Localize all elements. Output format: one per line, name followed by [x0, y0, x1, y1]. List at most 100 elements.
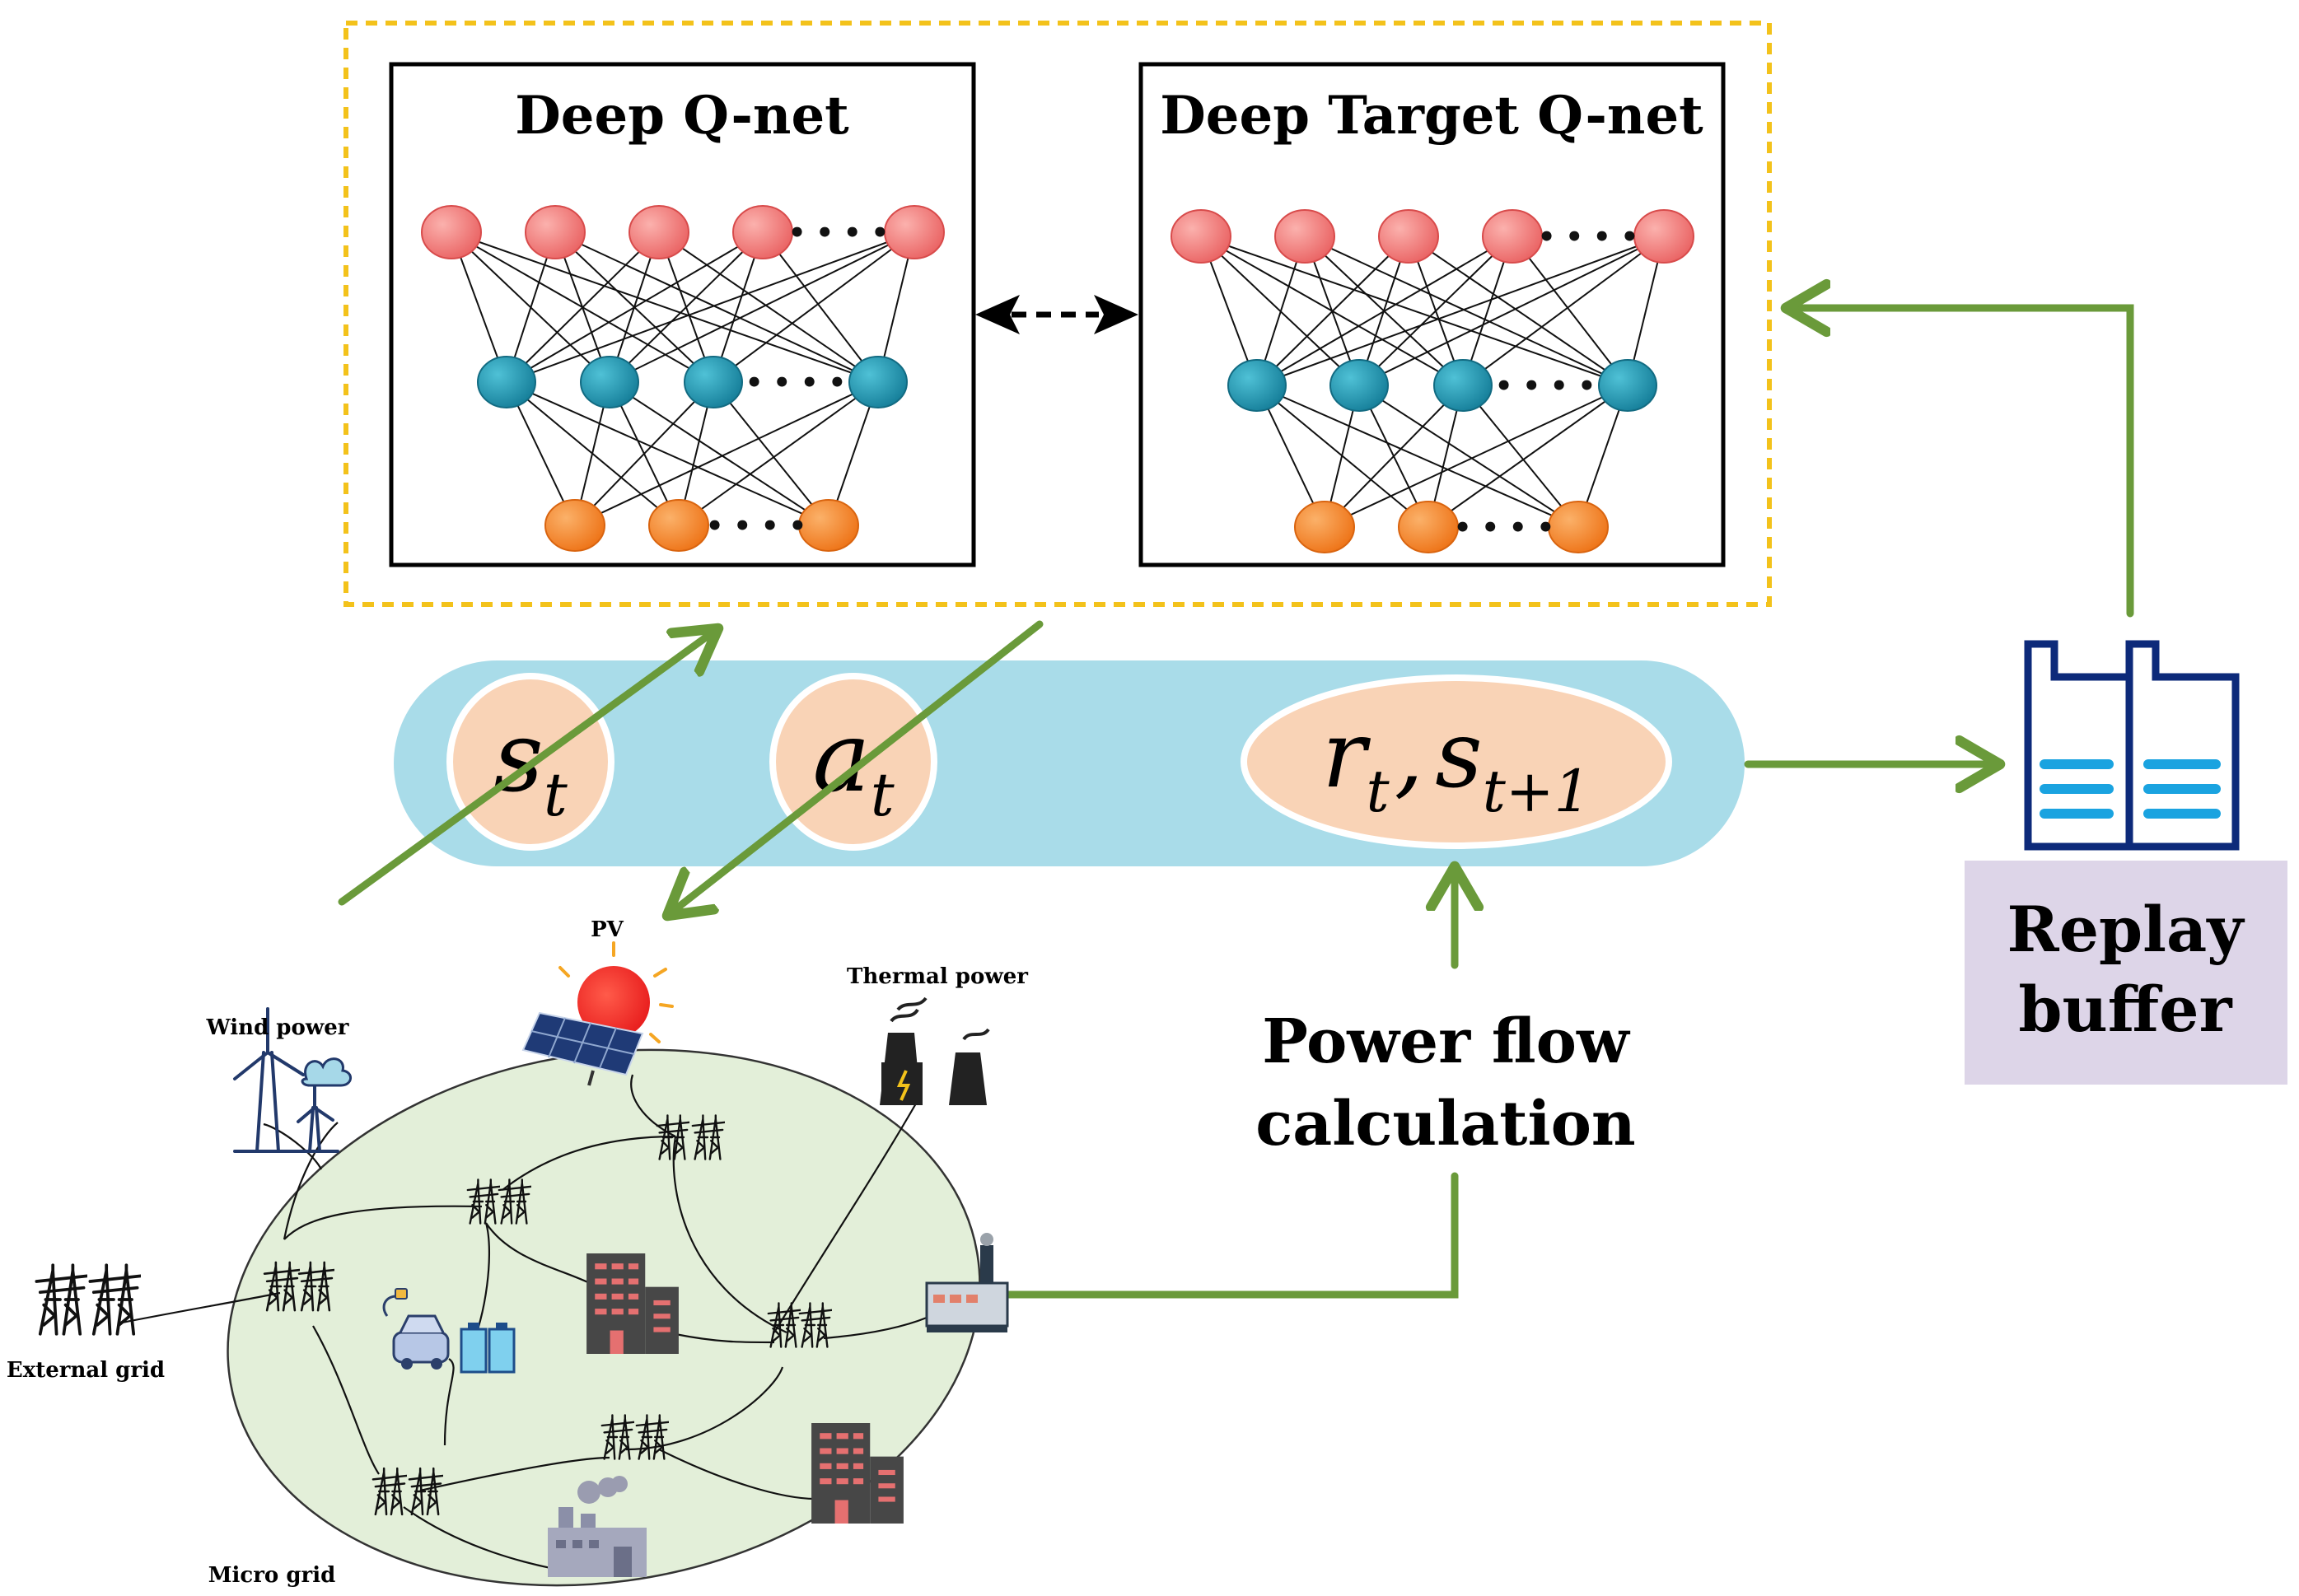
solar-pv-icon	[521, 941, 674, 1086]
output-neuron	[732, 205, 793, 259]
q-net-panel	[389, 62, 976, 567]
network-edge	[554, 231, 879, 383]
pv-label: PV	[591, 917, 624, 942]
reward-next-state-symbol: rt,st+1	[1322, 702, 1591, 825]
network-sync-arrow	[975, 295, 1138, 334]
wind-turbine-icon	[233, 1007, 352, 1153]
hidden-neuron	[684, 356, 743, 408]
network-edge	[1408, 236, 1628, 386]
network-edge	[1200, 236, 1628, 386]
network-edge	[574, 381, 879, 526]
input-neuron	[1398, 501, 1459, 553]
buffer-to-target-net-arrow	[1786, 308, 2134, 618]
network-edge	[713, 381, 829, 526]
network-edge	[1304, 236, 1628, 386]
output-neuron	[525, 205, 586, 259]
network-edge	[1358, 385, 1579, 528]
hidden-neuron	[1329, 359, 1389, 412]
ev-charging-icon	[382, 1288, 450, 1370]
network-edge	[1358, 236, 1513, 386]
output-neuron	[1378, 209, 1439, 264]
input-neuron	[798, 499, 859, 552]
network-edge	[609, 381, 829, 526]
output-neuron	[1171, 209, 1231, 264]
network-edge	[574, 381, 714, 526]
hidden-neuron	[1227, 359, 1287, 412]
network-edge	[609, 231, 915, 383]
q-net-graph: • • • • • • • • • • • •	[421, 205, 945, 552]
layer-ellipsis: • • • •	[1454, 511, 1554, 544]
action-symbol: at	[812, 700, 895, 829]
hidden-neuron	[848, 356, 908, 408]
network-edge	[1462, 236, 1665, 386]
networks-frame	[343, 21, 1772, 607]
q-net-title: Deep Q-net	[515, 85, 849, 147]
replay-buffer-label-line1: Replay	[2007, 893, 2245, 966]
output-neuron	[1482, 209, 1543, 264]
layer-ellipsis: • • • •	[1495, 370, 1596, 403]
network-edge	[762, 231, 879, 383]
output-neuron	[628, 205, 689, 259]
output-neuron	[884, 205, 945, 259]
network-edge	[1462, 385, 1579, 528]
industrial-load-icon	[925, 1233, 1009, 1332]
network-edge	[1428, 385, 1628, 528]
wind-power-label: Wind power	[206, 1015, 349, 1040]
target-q-net-graph: • • • • • • • • • • • •	[1171, 209, 1694, 553]
thermal-power-label: Thermal power	[847, 964, 1028, 989]
factory-icon	[548, 1476, 647, 1577]
external-grid-tower-icon	[36, 1265, 87, 1334]
input-neuron	[1294, 501, 1355, 553]
hidden-neuron	[1598, 359, 1657, 412]
network-edge	[506, 231, 660, 383]
network-edge	[609, 231, 764, 383]
thermal-plant-icon	[880, 996, 990, 1105]
network-edge	[1358, 236, 1665, 386]
hidden-neuron	[580, 356, 639, 408]
hidden-neuron	[477, 356, 536, 408]
layer-ellipsis: • • • •	[745, 366, 846, 399]
input-neuron	[1548, 501, 1609, 553]
external-grid-label: External grid	[7, 1358, 165, 1383]
input-neuron	[648, 499, 709, 552]
network-edge	[1324, 385, 1628, 528]
grid-to-power-flow-line	[1002, 1172, 1459, 1299]
network-edge	[506, 231, 915, 383]
battery-storage-icon	[460, 1323, 516, 1374]
action-to-grid-arrow	[667, 620, 1044, 916]
network-edge	[1324, 385, 1464, 528]
power-flow-label-line2: calculation	[1255, 1089, 1636, 1160]
reward-next-state-oval	[1241, 674, 1672, 849]
input-neuron	[544, 499, 605, 552]
state-to-network-arrow	[338, 628, 718, 906]
replay-buffer-label-line2: buffer	[2018, 973, 2232, 1046]
network-edge	[1256, 385, 1579, 528]
layer-ellipsis: • • • •	[788, 217, 889, 250]
layer-ellipsis: • • • •	[1538, 221, 1638, 254]
network-edge	[1256, 236, 1513, 386]
state-symbol: st	[493, 700, 568, 829]
replay-buffer-box	[1965, 861, 2287, 1085]
network-edge	[678, 381, 879, 526]
network-edge	[1256, 236, 1409, 386]
replay-buffer-icon	[2024, 640, 2240, 851]
hidden-neuron	[1433, 359, 1493, 412]
network-edge	[713, 231, 915, 383]
network-edge	[451, 231, 879, 383]
layer-ellipsis: • • • •	[706, 510, 806, 543]
external-grid-tower-icon	[90, 1265, 141, 1334]
output-neuron	[1633, 209, 1694, 264]
output-neuron	[1274, 209, 1335, 264]
data-flow-arrows	[338, 308, 2134, 1299]
network-edge	[506, 231, 764, 383]
network-edge	[1512, 236, 1628, 386]
target-q-net-title: Deep Target Q-net	[1160, 85, 1703, 147]
network-edge	[506, 381, 829, 526]
micro-grid-label: Micro grid	[208, 1563, 336, 1588]
power-flow-label-line1: Power flow	[1262, 1006, 1631, 1077]
network-edge	[658, 231, 879, 383]
output-neuron	[421, 205, 482, 259]
network-edge	[1256, 236, 1665, 386]
